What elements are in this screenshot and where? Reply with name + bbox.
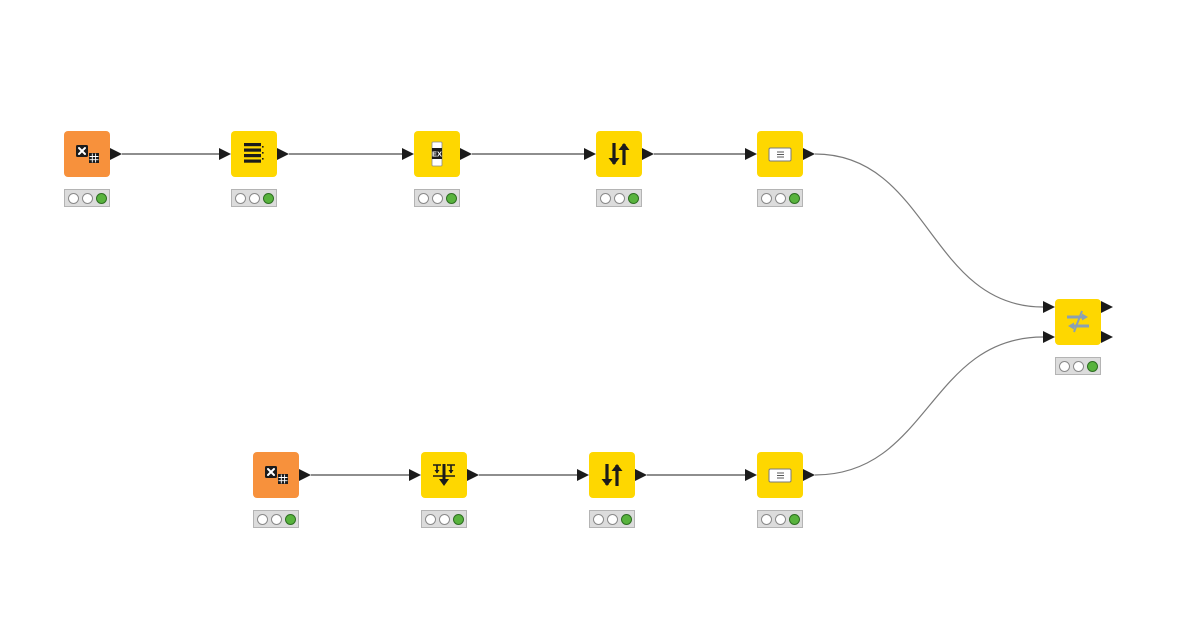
- status-green-light: [789, 193, 800, 204]
- node-status-column-filter: [231, 189, 277, 207]
- output-port[interactable]: [1101, 301, 1113, 313]
- status-green-light: [789, 514, 800, 525]
- output-port[interactable]: [467, 469, 479, 481]
- status-red-light: [600, 193, 611, 204]
- connection-column-renamer-2-to-table-difference[interactable]: [814, 336, 1044, 476]
- node-status-sorter-1: [596, 189, 642, 207]
- status-red-light: [68, 193, 79, 204]
- node-status-sorter-2: [589, 510, 635, 528]
- input-port[interactable]: [745, 469, 757, 481]
- connection-column-renamer-1-to-table-difference[interactable]: [814, 153, 1044, 308]
- status-yellow-light: [82, 193, 93, 204]
- input-port[interactable]: [1043, 331, 1055, 343]
- status-green-light: [263, 193, 274, 204]
- status-green-light: [628, 193, 639, 204]
- input-port[interactable]: [745, 148, 757, 160]
- node-excel-reader-2[interactable]: [253, 452, 299, 498]
- node-status-expression: [414, 189, 460, 207]
- status-yellow-light: [775, 193, 786, 204]
- node-column-filter[interactable]: [231, 131, 277, 177]
- ports-layer: [110, 148, 1113, 481]
- node-row-filter[interactable]: [421, 452, 467, 498]
- status-red-light: [593, 514, 604, 525]
- node-expression[interactable]: EX: [414, 131, 460, 177]
- status-green-light: [1087, 361, 1098, 372]
- output-port[interactable]: [635, 469, 647, 481]
- status-green-light: [285, 514, 296, 525]
- input-port[interactable]: [402, 148, 414, 160]
- excel-reader-icon: [265, 466, 288, 484]
- status-red-light: [425, 514, 436, 525]
- status-yellow-light: [271, 514, 282, 525]
- row-filter-icon: [433, 464, 455, 486]
- output-port[interactable]: [277, 148, 289, 160]
- node-excel-reader-1[interactable]: [64, 131, 110, 177]
- status-yellow-light: [432, 193, 443, 204]
- output-port[interactable]: [460, 148, 472, 160]
- input-port[interactable]: [409, 469, 421, 481]
- status-red-light: [761, 193, 772, 204]
- output-port[interactable]: [299, 469, 311, 481]
- status-yellow-light: [249, 193, 260, 204]
- status-red-light: [761, 514, 772, 525]
- status-yellow-light: [1073, 361, 1084, 372]
- expression-icon: EX: [431, 141, 443, 167]
- node-column-renamer-2[interactable]: [757, 452, 803, 498]
- input-port[interactable]: [577, 469, 589, 481]
- node-status-column-renamer-2: [757, 510, 803, 528]
- node-table-difference[interactable]: [1055, 299, 1101, 345]
- output-port[interactable]: [642, 148, 654, 160]
- status-yellow-light: [775, 514, 786, 525]
- node-sorter-2[interactable]: [589, 452, 635, 498]
- svg-text:EX: EX: [432, 150, 442, 159]
- table-difference-icon: [1067, 310, 1089, 333]
- input-port[interactable]: [584, 148, 596, 160]
- output-port[interactable]: [110, 148, 122, 160]
- status-yellow-light: [439, 514, 450, 525]
- node-status-excel-reader-1: [64, 189, 110, 207]
- node-status-excel-reader-2: [253, 510, 299, 528]
- connections-layer: [122, 153, 1044, 476]
- node-status-column-renamer-1: [757, 189, 803, 207]
- column-renamer-icon: [768, 468, 792, 483]
- status-green-light: [446, 193, 457, 204]
- status-red-light: [235, 193, 246, 204]
- sorter-icon: [608, 143, 630, 165]
- status-green-light: [96, 193, 107, 204]
- status-green-light: [453, 514, 464, 525]
- status-red-light: [418, 193, 429, 204]
- node-sorter-1[interactable]: [596, 131, 642, 177]
- node-status-table-difference: [1055, 357, 1101, 375]
- input-port[interactable]: [1043, 301, 1055, 313]
- column-renamer-icon: [768, 147, 792, 162]
- status-yellow-light: [607, 514, 618, 525]
- node-column-renamer-1[interactable]: [757, 131, 803, 177]
- sorter-icon: [601, 464, 623, 486]
- output-port[interactable]: [1101, 331, 1113, 343]
- excel-reader-icon: [76, 145, 99, 163]
- status-red-light: [1059, 361, 1070, 372]
- input-port[interactable]: [219, 148, 231, 160]
- node-status-row-filter: [421, 510, 467, 528]
- status-green-light: [621, 514, 632, 525]
- status-yellow-light: [614, 193, 625, 204]
- output-port[interactable]: [803, 469, 815, 481]
- status-red-light: [257, 514, 268, 525]
- column-filter-icon: [244, 143, 264, 163]
- output-port[interactable]: [803, 148, 815, 160]
